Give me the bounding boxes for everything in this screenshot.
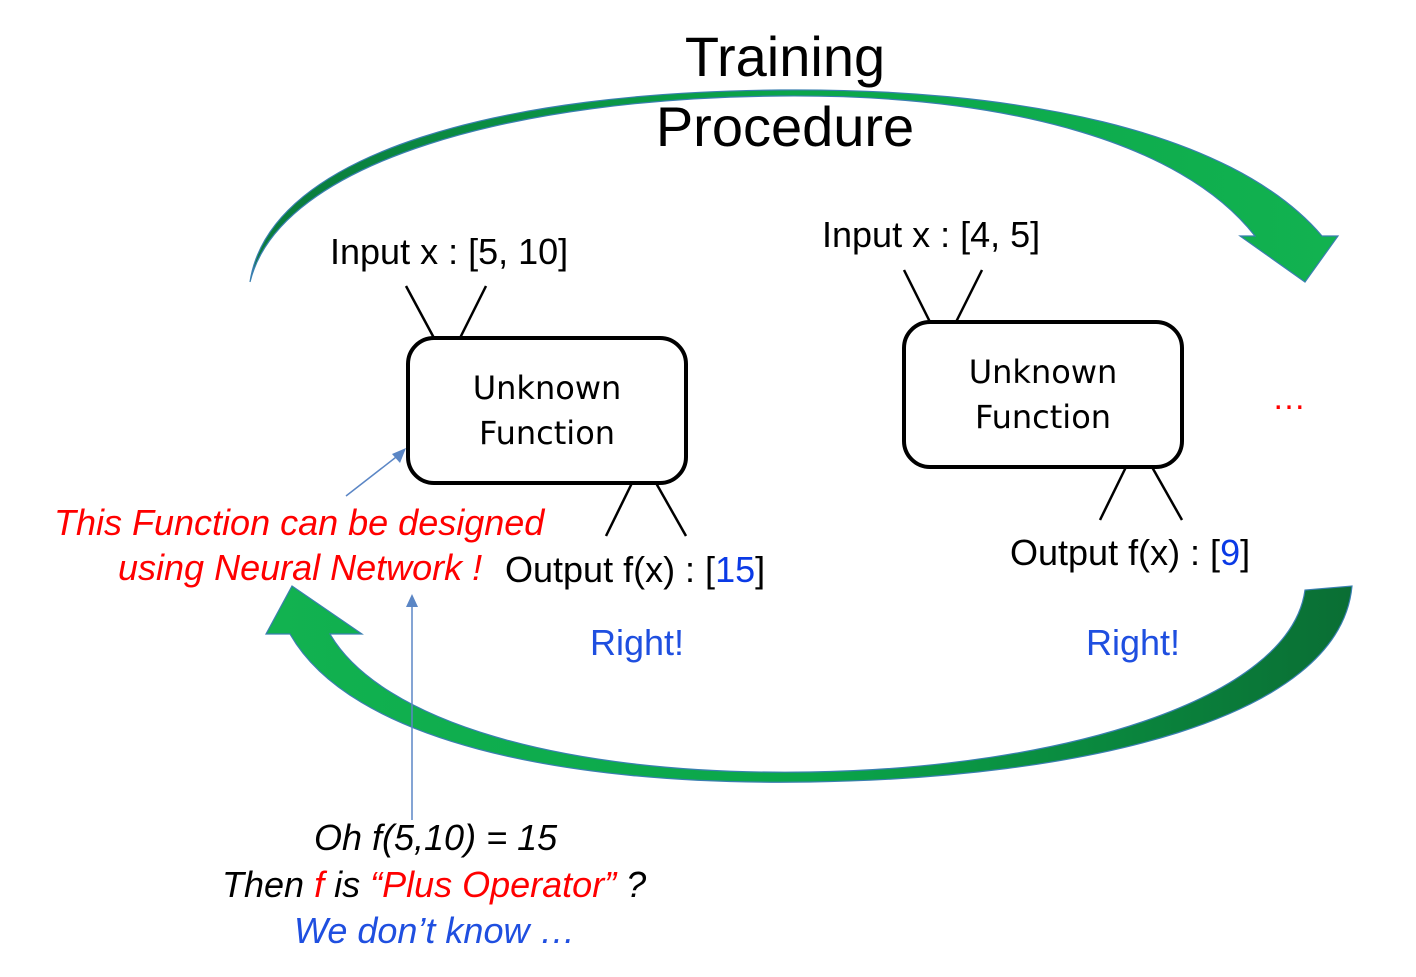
- step1-input-label: Input x : [5, 10]: [330, 231, 569, 272]
- step2-input-label: Input x : [4, 5]: [822, 214, 1041, 255]
- step1-box-line-2: Function: [478, 414, 616, 452]
- step2-output-value: 9: [1220, 532, 1241, 573]
- step1-output-prefix: Output f(x) : [: [505, 549, 716, 590]
- step2-box-line-2: Function: [974, 398, 1112, 436]
- step2-box-line-1: Unknown: [968, 353, 1118, 391]
- output-line-2a: [1098, 466, 1128, 521]
- input-line-2b: [954, 269, 984, 323]
- unknown-function-box-2: [902, 320, 1184, 469]
- diagram-title-line-1: Training: [684, 25, 886, 88]
- question-line-3: We don’t know …: [294, 910, 576, 951]
- question-line-2-suffix: ?: [616, 864, 647, 905]
- annotation-pointer-line: [345, 453, 401, 497]
- input-line-1b: [458, 285, 488, 339]
- step2-output-prefix: Output f(x) : [: [1010, 532, 1221, 573]
- input-line-2a: [902, 269, 932, 323]
- annotation-line-2: using Neural Network !: [118, 547, 483, 588]
- output-line-1a: [604, 482, 634, 537]
- bottom-cycle-arrow: [264, 585, 1353, 783]
- step2-verdict: Right!: [1086, 622, 1181, 663]
- question-line-2-mid: is: [324, 864, 371, 905]
- step2-output-suffix: ]: [1240, 532, 1251, 573]
- output-line-2b: [1150, 466, 1184, 521]
- question-f-symbol: f: [314, 864, 325, 905]
- question-plus-operator: “Plus Operator”: [370, 864, 617, 905]
- diagram-title-line-2: Procedure: [655, 95, 915, 158]
- question-line-2-prefix: Then: [222, 864, 315, 905]
- step1-box-line-1: Unknown: [472, 369, 622, 407]
- continuation-ellipsis: …: [1272, 379, 1306, 417]
- output-line-1b: [654, 482, 688, 537]
- input-line-1a: [404, 285, 436, 339]
- step1-verdict: Right!: [590, 622, 685, 663]
- annotation-pointer-head: [392, 448, 406, 463]
- annotation-line-1: This Function can be designed: [54, 502, 545, 543]
- top-cycle-arrow: [249, 89, 1340, 283]
- unknown-function-box-1: [406, 336, 688, 485]
- step1-output-value: 15: [715, 549, 756, 590]
- step1-output-label: Output f(x) : [15]: [505, 549, 765, 591]
- question-line-1: Oh f(5,10) = 15: [314, 817, 558, 858]
- step1-output-suffix: ]: [755, 549, 766, 590]
- step2-output-label: Output f(x) : [9]: [1010, 532, 1250, 574]
- question-line-2: Then f is “Plus Operator” ?: [222, 862, 646, 908]
- question-pointer-head: [406, 594, 418, 607]
